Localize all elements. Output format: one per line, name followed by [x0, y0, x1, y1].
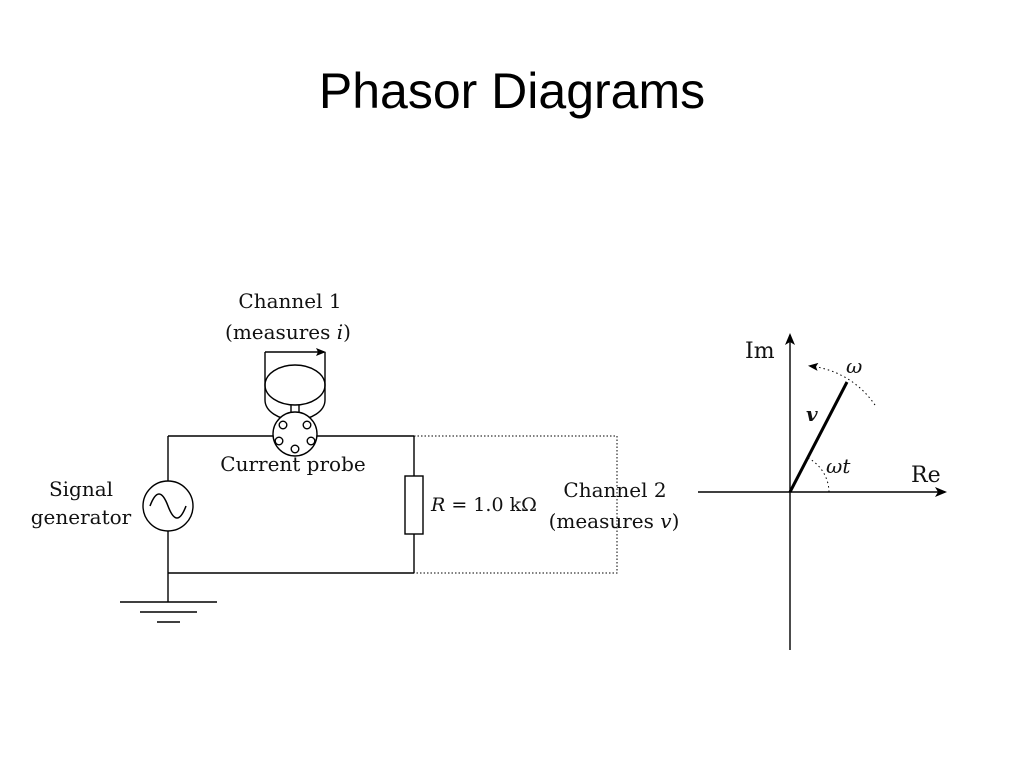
signal-generator-label-line1: Signal — [49, 477, 113, 501]
resistor-label: R = 1.0 kΩ — [430, 494, 537, 516]
channel2-label: Channel 2 — [563, 478, 666, 502]
real-axis-label: Re — [911, 463, 941, 488]
ground-symbol — [120, 601, 217, 623]
current-probe-label: Current probe — [220, 452, 365, 476]
phase-angle-label: ωt — [826, 454, 851, 478]
channel1-label: Channel 1 — [238, 289, 341, 313]
channel2-dotted-lead — [414, 435, 618, 574]
current-probe-symbol — [264, 364, 326, 457]
imaginary-axis-label: Im — [745, 339, 775, 364]
rotation-arc — [808, 362, 876, 406]
signal-generator-symbol — [142, 480, 194, 532]
voltage-phasor — [788, 381, 849, 493]
channel2-measures-label: (measures v) — [549, 509, 680, 533]
phasor-diagram — [698, 333, 947, 650]
slide-title: Phasor Diagrams — [318, 63, 706, 119]
circuit-diagram — [120, 348, 618, 623]
resistor — [404, 475, 424, 535]
angular-frequency-label: ω — [846, 354, 862, 378]
channel1-measures-label: (measures i) — [225, 320, 351, 344]
phasor-vector-label: v — [806, 402, 818, 426]
signal-generator-label-line2: generator — [31, 505, 132, 529]
channel1-lead-arrow — [264, 348, 326, 385]
